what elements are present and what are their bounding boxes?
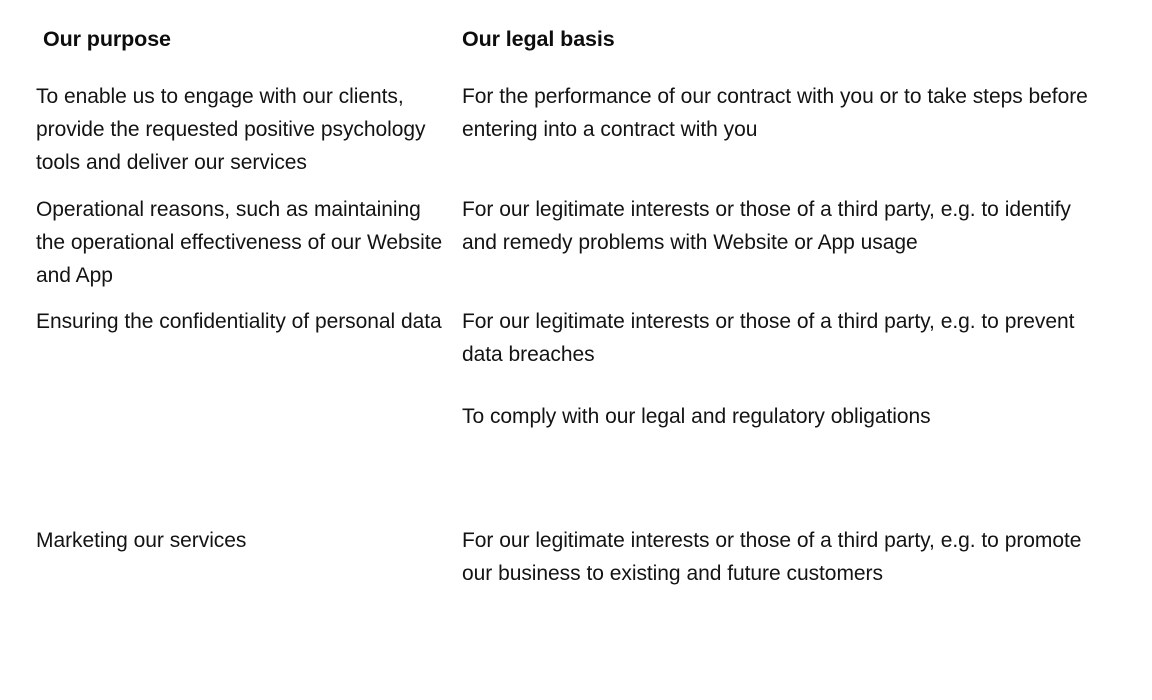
cell-legal-basis: For the performance of our contract with… <box>453 80 1152 193</box>
cell-purpose-empty <box>0 448 453 524</box>
table-row: Operational reasons, such as maintaining… <box>0 193 1152 306</box>
cell-legal-basis-text: For our legitimate interests or those of… <box>453 524 1152 590</box>
paragraph: For our legitimate interests or those of… <box>462 528 1082 586</box>
column-header-legal-basis: Our legal basis <box>453 0 1152 80</box>
cell-purpose: Marketing our services <box>0 524 453 590</box>
paragraph: For the performance of our contract with… <box>462 85 1088 142</box>
cell-purpose-text: Operational reasons, such as maintaining… <box>0 193 453 306</box>
cell-purpose-text: Marketing our services <box>0 524 453 557</box>
table-row: Marketing our services For our legitimat… <box>0 524 1152 590</box>
table-row-empty <box>0 448 1152 524</box>
cell-legal-basis: For our legitimate interests or those of… <box>453 524 1152 590</box>
column-header-purpose-label: Our purpose <box>43 27 171 51</box>
paragraph: Ensuring the confidentiality of personal… <box>36 310 442 334</box>
cell-legal-basis-text: For our legitimate interests or those of… <box>453 305 1152 448</box>
paragraph: For our legitimate interests or those of… <box>462 197 1071 254</box>
column-header-purpose: Our purpose <box>0 0 453 80</box>
paragraph: Marketing our services <box>36 528 247 552</box>
table-header: Our purpose Our legal basis <box>0 0 1152 80</box>
table-header-row: Our purpose Our legal basis <box>0 0 1152 80</box>
cell-purpose: Operational reasons, such as maintaining… <box>0 193 453 306</box>
paragraph: Operational reasons, such as maintaining… <box>36 197 443 288</box>
cell-legal-basis: For our legitimate interests or those of… <box>453 305 1152 448</box>
cell-purpose: Ensuring the confidentiality of personal… <box>0 305 453 448</box>
table-body: To enable us to engage with our clients,… <box>0 80 1152 590</box>
cell-purpose: To enable us to engage with our clients,… <box>0 80 453 193</box>
cell-legal-basis-text: For the performance of our contract with… <box>453 80 1152 159</box>
cell-legal-basis-text: For our legitimate interests or those of… <box>453 193 1152 272</box>
cell-purpose-text: Ensuring the confidentiality of personal… <box>0 305 453 353</box>
column-header-legal-basis-label: Our legal basis <box>462 27 615 51</box>
table-row: To enable us to engage with our clients,… <box>0 80 1152 193</box>
cell-legal-basis-empty <box>453 448 1152 524</box>
cell-purpose-text: To enable us to engage with our clients,… <box>0 80 453 193</box>
paragraph: To comply with our legal and regulatory … <box>462 404 931 428</box>
cell-legal-basis-empty-text <box>453 448 1152 524</box>
cell-purpose-empty-text <box>0 448 453 524</box>
table-row: Ensuring the confidentiality of personal… <box>0 305 1152 448</box>
cell-legal-basis: For our legitimate interests or those of… <box>453 193 1152 306</box>
legal-basis-table: Our purpose Our legal basis To enable us… <box>0 0 1152 590</box>
paragraph: To enable us to engage with our clients,… <box>36 85 426 175</box>
paragraph: For our legitimate interests or those of… <box>462 310 1075 367</box>
